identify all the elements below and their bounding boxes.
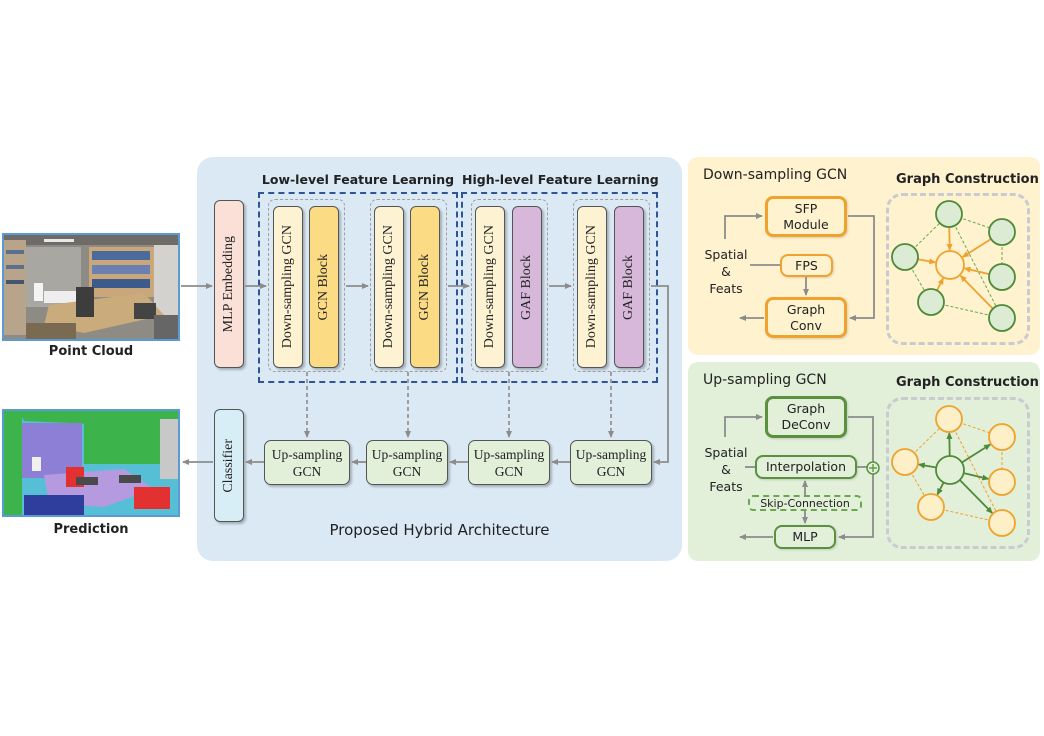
high-stage-2 — [573, 199, 650, 372]
down-sampling-gcn-label: Down-sampling GCN — [280, 225, 295, 349]
fps-block: FPS — [780, 254, 833, 277]
sfp-label: SFP — [794, 200, 818, 216]
low-stage-2 — [370, 199, 447, 372]
down-sampling-gcn-label: Down-sampling GCN — [381, 225, 396, 349]
up-sampling-label: Up-sampling — [473, 446, 545, 462]
interpolation-label: Interpolation — [766, 459, 846, 474]
architecture-caption: Proposed Hybrid Architecture — [329, 521, 550, 539]
gcn-block-label: GCN Block — [316, 253, 331, 321]
gcn-label: GCN — [392, 463, 422, 479]
module-label: Module — [783, 216, 829, 232]
graph-label: Graph — [786, 401, 826, 416]
down-sampling-gcn-block: Down-sampling GCN — [374, 206, 404, 368]
gcn-label: GCN — [596, 463, 626, 479]
prediction-scene — [4, 411, 178, 515]
low-level-group — [258, 192, 458, 383]
mlp-embedding-block: MLP Embedding — [214, 200, 244, 368]
deconv-label: DeConv — [781, 417, 831, 432]
low-level-title: Low-level Feature Learning — [261, 172, 455, 187]
up-graph-title: Graph Construction — [896, 375, 1039, 390]
up-sampling-label: Up-sampling — [371, 446, 443, 462]
mlp-label: MLP — [792, 529, 818, 544]
down-graph-box — [886, 193, 1030, 345]
prediction-image — [2, 409, 180, 517]
gcn-label: GCN — [292, 463, 322, 479]
gaf-block: GAF Block — [512, 206, 542, 368]
point-cloud-caption: Point Cloud — [48, 344, 134, 359]
high-stage-1 — [471, 199, 548, 372]
ampersand-text: & — [721, 264, 731, 279]
high-level-title: High-level Feature Learning — [462, 172, 659, 187]
fps-label: FPS — [795, 257, 818, 273]
up-graph-box — [886, 397, 1030, 549]
up-sampling-label: Up-sampling — [271, 446, 343, 462]
down-input-label: Spatial & Feats — [700, 246, 752, 297]
up-panel-title: Up-sampling GCN — [703, 372, 827, 388]
spatial-text: Spatial — [704, 445, 748, 460]
skip-connection-label: Skip-Connection — [760, 496, 850, 510]
gaf-block-label: GAF Block — [519, 254, 534, 320]
point-cloud-image — [2, 233, 180, 341]
down-panel-title: Down-sampling GCN — [703, 167, 848, 183]
gaf-block: GAF Block — [614, 206, 644, 368]
up-input-label: Spatial & Feats — [700, 444, 752, 495]
down-graph-title: Graph Construction — [896, 172, 1039, 187]
down-sampling-gcn-block: Down-sampling GCN — [273, 206, 303, 368]
mlp-block: MLP — [774, 525, 836, 549]
classifier-label: Classifier — [221, 438, 236, 493]
mlp-embedding-label: MLP Embedding — [221, 235, 236, 333]
ampersand-text: & — [721, 462, 731, 477]
classifier-block: Classifier — [214, 409, 244, 522]
down-sampling-gcn-label: Down-sampling GCN — [584, 225, 599, 349]
spatial-text: Spatial — [704, 247, 748, 262]
feats-text: Feats — [709, 479, 743, 494]
gcn-block: GCN Block — [309, 206, 339, 368]
up-sampling-label: Up-sampling — [575, 446, 647, 462]
gcn-block: GCN Block — [410, 206, 440, 368]
interpolation-block: Interpolation — [755, 455, 857, 479]
gaf-block-label: GAF Block — [621, 254, 636, 320]
graph-label: Graph — [786, 301, 826, 317]
skip-connection-block: Skip-Connection — [748, 495, 862, 511]
gcn-block-label: GCN Block — [417, 253, 432, 321]
low-stage-1 — [268, 199, 345, 372]
down-sampling-gcn-block: Down-sampling GCN — [577, 206, 607, 368]
gcn-label: GCN — [494, 463, 524, 479]
conv-label: Conv — [790, 317, 822, 333]
point-cloud-scene — [4, 235, 178, 339]
prediction-caption: Prediction — [53, 522, 129, 537]
feats-text: Feats — [709, 281, 743, 296]
down-sampling-gcn-label: Down-sampling GCN — [482, 225, 497, 349]
down-sampling-gcn-block: Down-sampling GCN — [475, 206, 505, 368]
